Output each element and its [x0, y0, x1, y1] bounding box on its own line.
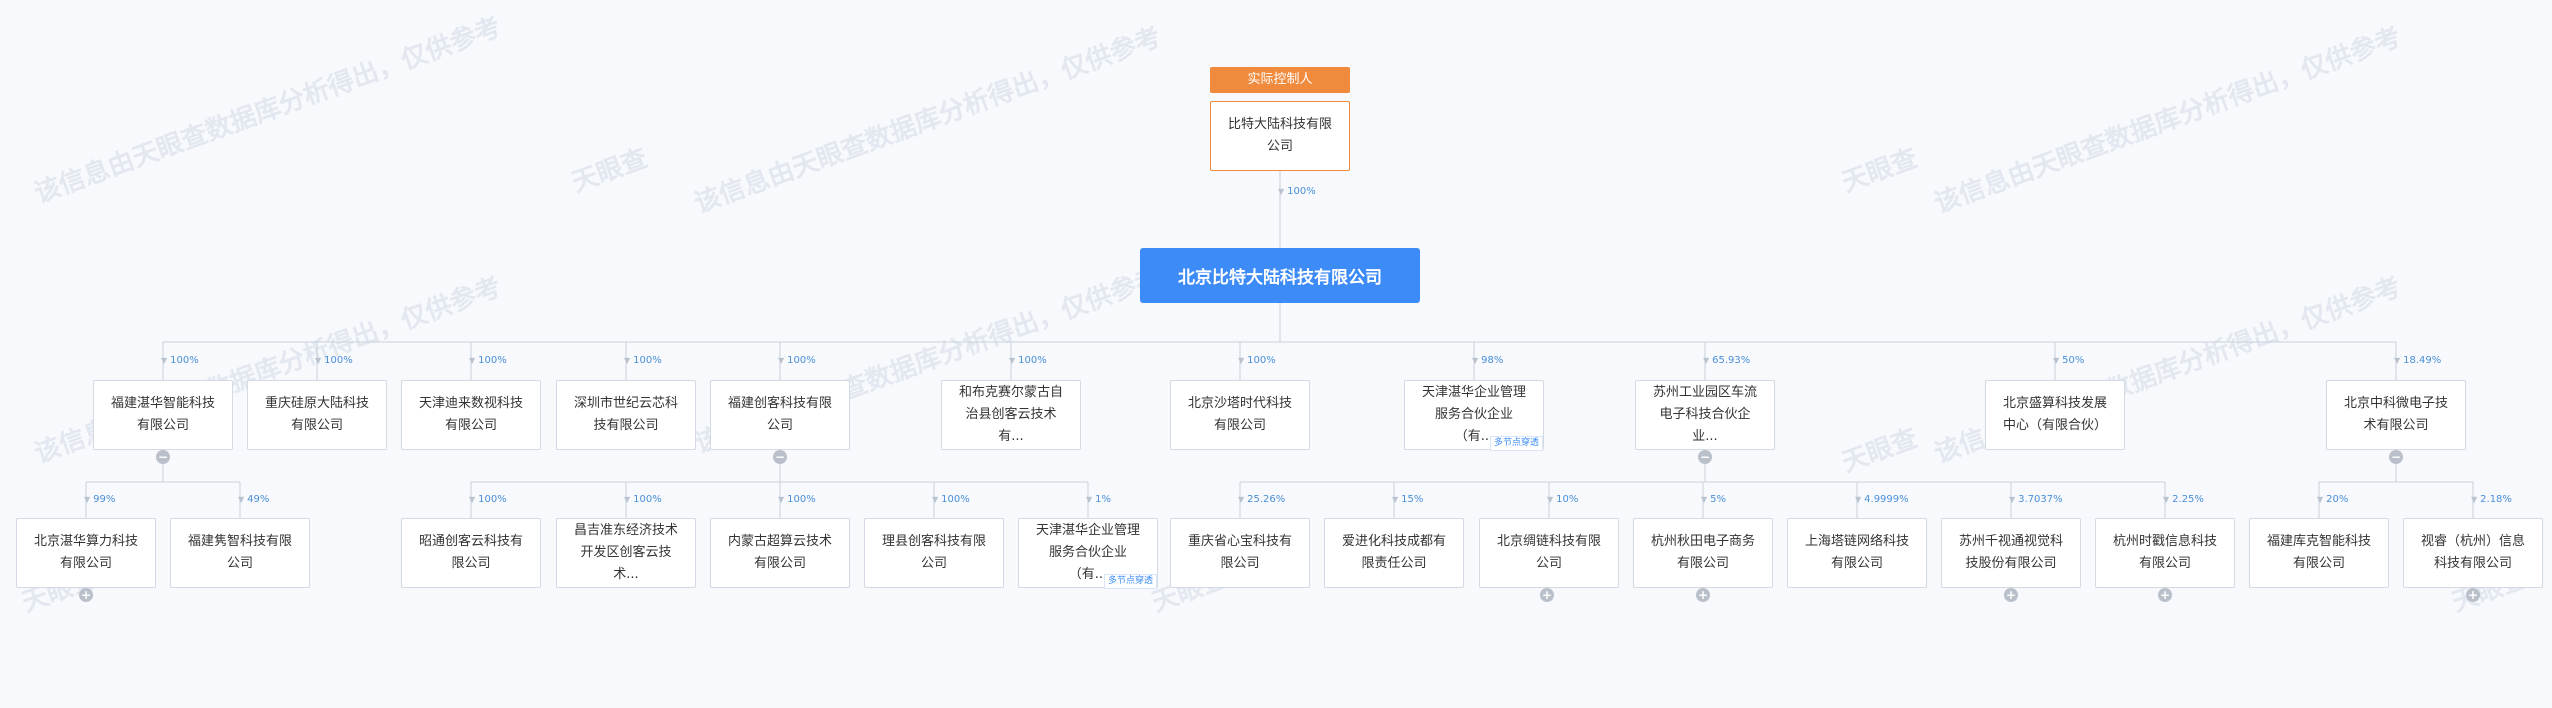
company-node[interactable]: 和布克赛尔蒙古自治县创客云技术有... — [941, 380, 1081, 450]
company-label: 天津湛华企业管理服务合伙企业（有... — [1421, 385, 1526, 444]
company-label: 上海塔链网络科技有限公司 — [1804, 534, 1909, 571]
company-node[interactable]: 北京盛算科技发展中心（有限合伙） — [1985, 380, 2125, 450]
share-percent: 100% — [1009, 355, 1047, 366]
share-percent: 65.93% — [1703, 355, 1750, 366]
controller-node[interactable]: 比特大陆科技有限公司 — [1210, 101, 1350, 171]
expand-icon[interactable]: + — [2466, 588, 2480, 602]
company-node[interactable]: 杭州时戳信息科技有限公司 — [2095, 518, 2235, 588]
company-node[interactable]: 北京湛华算力科技有限公司 — [16, 518, 156, 588]
collapse-icon[interactable]: − — [1698, 450, 1712, 464]
company-label: 苏州工业园区车流电子科技合伙企业... — [1652, 385, 1757, 444]
company-node[interactable]: 福建隽智科技有限公司 — [170, 518, 310, 588]
share-percent: 15% — [1392, 494, 1423, 505]
multi-node-badge[interactable]: 多节点穿透 — [1490, 436, 1544, 451]
share-percent: 2.25% — [2163, 494, 2204, 505]
company-label: 天津迪来数视科技有限公司 — [418, 396, 523, 433]
company-label: 福建库克智能科技有限公司 — [2266, 534, 2371, 571]
company-label: 理县创客科技有限公司 — [881, 534, 986, 571]
share-percent: 18.49% — [2394, 355, 2441, 366]
company-node[interactable]: 重庆省心宝科技有限公司 — [1170, 518, 1310, 588]
company-node[interactable]: 北京中科微电子技术有限公司 — [2326, 380, 2466, 450]
company-node[interactable]: 内蒙古超算云技术有限公司 — [710, 518, 850, 588]
share-percent: 100% — [778, 494, 816, 505]
company-node[interactable]: 上海塔链网络科技有限公司 — [1787, 518, 1927, 588]
root-company-label: 北京比特大陆科技有限公司 — [1178, 268, 1382, 288]
company-node[interactable]: 昭通创客云科技有限公司 — [401, 518, 541, 588]
company-node[interactable]: 爱进化科技成都有限责任公司 — [1324, 518, 1464, 588]
company-label: 内蒙古超算云技术有限公司 — [727, 534, 832, 571]
company-label: 昌吉准东经济技术开发区创客云技术... — [573, 523, 678, 582]
company-node[interactable]: 天津湛华企业管理服务合伙企业（有... — [1018, 518, 1158, 588]
company-label: 重庆硅原大陆科技有限公司 — [264, 396, 369, 433]
company-label: 北京盛算科技发展中心（有限合伙） — [2002, 396, 2107, 433]
share-percent: 100% — [1238, 355, 1276, 366]
company-label: 杭州时戳信息科技有限公司 — [2112, 534, 2217, 571]
company-label: 爱进化科技成都有限责任公司 — [1341, 534, 1446, 571]
root-company-node[interactable]: 北京比特大陆科技有限公司 — [1140, 248, 1420, 303]
company-label: 北京沙塔时代科技有限公司 — [1187, 396, 1292, 433]
company-label: 和布克赛尔蒙古自治县创客云技术有... — [958, 385, 1063, 444]
share-percent: 10% — [1547, 494, 1578, 505]
company-label: 昭通创客云科技有限公司 — [418, 534, 523, 571]
share-percent: 100% — [624, 355, 662, 366]
share-percent: 100% — [161, 355, 199, 366]
company-node[interactable]: 杭州秋田电子商务有限公司 — [1633, 518, 1773, 588]
company-node[interactable]: 福建湛华智能科技有限公司 — [93, 380, 233, 450]
share-percent: 5% — [1701, 494, 1726, 505]
company-label: 福建隽智科技有限公司 — [187, 534, 292, 571]
expand-icon[interactable]: + — [2004, 588, 2018, 602]
expand-icon[interactable]: + — [2158, 588, 2172, 602]
company-node[interactable]: 福建创客科技有限公司 — [710, 380, 850, 450]
collapse-icon[interactable]: − — [773, 450, 787, 464]
company-node[interactable]: 理县创客科技有限公司 — [864, 518, 1004, 588]
company-label: 北京湛华算力科技有限公司 — [33, 534, 138, 571]
share-percent: 99% — [84, 494, 115, 505]
company-node[interactable]: 昌吉准东经济技术开发区创客云技术... — [556, 518, 696, 588]
share-percent: 100% — [469, 494, 507, 505]
multi-node-badge[interactable]: 多节点穿透 — [1104, 574, 1158, 589]
share-percent: 1% — [1086, 494, 1111, 505]
company-node[interactable]: 福建库克智能科技有限公司 — [2249, 518, 2389, 588]
controller-share: 100% — [1278, 186, 1316, 197]
company-node[interactable]: 深圳市世纪云芯科技有限公司 — [556, 380, 696, 450]
expand-icon[interactable]: + — [79, 588, 93, 602]
company-node[interactable]: 视睿（杭州）信息科技有限公司 — [2403, 518, 2543, 588]
company-node[interactable]: 苏州千视通视觉科技股份有限公司 — [1941, 518, 2081, 588]
company-node[interactable]: 重庆硅原大陆科技有限公司 — [247, 380, 387, 450]
actual-controller-tag: 实际控制人 — [1210, 67, 1350, 93]
share-percent: 98% — [1472, 355, 1503, 366]
share-percent: 20% — [2317, 494, 2348, 505]
share-percent: 3.7037% — [2009, 494, 2063, 505]
company-node[interactable]: 天津迪来数视科技有限公司 — [401, 380, 541, 450]
expand-icon[interactable]: + — [1696, 588, 1710, 602]
share-percent: 100% — [778, 355, 816, 366]
company-label: 北京绸链科技有限公司 — [1496, 534, 1601, 571]
company-label: 北京中科微电子技术有限公司 — [2343, 396, 2448, 433]
share-percent: 2.18% — [2471, 494, 2512, 505]
share-percent: 100% — [469, 355, 507, 366]
collapse-icon[interactable]: − — [2389, 450, 2403, 464]
controller-node-label: 比特大陆科技有限公司 — [1227, 117, 1332, 154]
company-label: 苏州千视通视觉科技股份有限公司 — [1958, 534, 2063, 571]
share-percent: 100% — [624, 494, 662, 505]
share-percent: 100% — [315, 355, 353, 366]
company-label: 深圳市世纪云芯科技有限公司 — [573, 396, 678, 433]
company-label: 视睿（杭州）信息科技有限公司 — [2420, 534, 2525, 571]
share-percent: 25.26% — [1238, 494, 1285, 505]
company-label: 福建创客科技有限公司 — [727, 396, 832, 433]
share-percent: 50% — [2053, 355, 2084, 366]
share-percent: 4.9999% — [1855, 494, 1909, 505]
company-label: 天津湛华企业管理服务合伙企业（有... — [1035, 523, 1140, 582]
company-node[interactable]: 北京沙塔时代科技有限公司 — [1170, 380, 1310, 450]
company-label: 重庆省心宝科技有限公司 — [1187, 534, 1292, 571]
company-node[interactable]: 北京绸链科技有限公司 — [1479, 518, 1619, 588]
company-label: 杭州秋田电子商务有限公司 — [1650, 534, 1755, 571]
share-percent: 49% — [238, 494, 269, 505]
expand-icon[interactable]: + — [1540, 588, 1554, 602]
company-node[interactable]: 苏州工业园区车流电子科技合伙企业... — [1635, 380, 1775, 450]
share-percent: 100% — [932, 494, 970, 505]
collapse-icon[interactable]: − — [156, 450, 170, 464]
company-label: 福建湛华智能科技有限公司 — [110, 396, 215, 433]
